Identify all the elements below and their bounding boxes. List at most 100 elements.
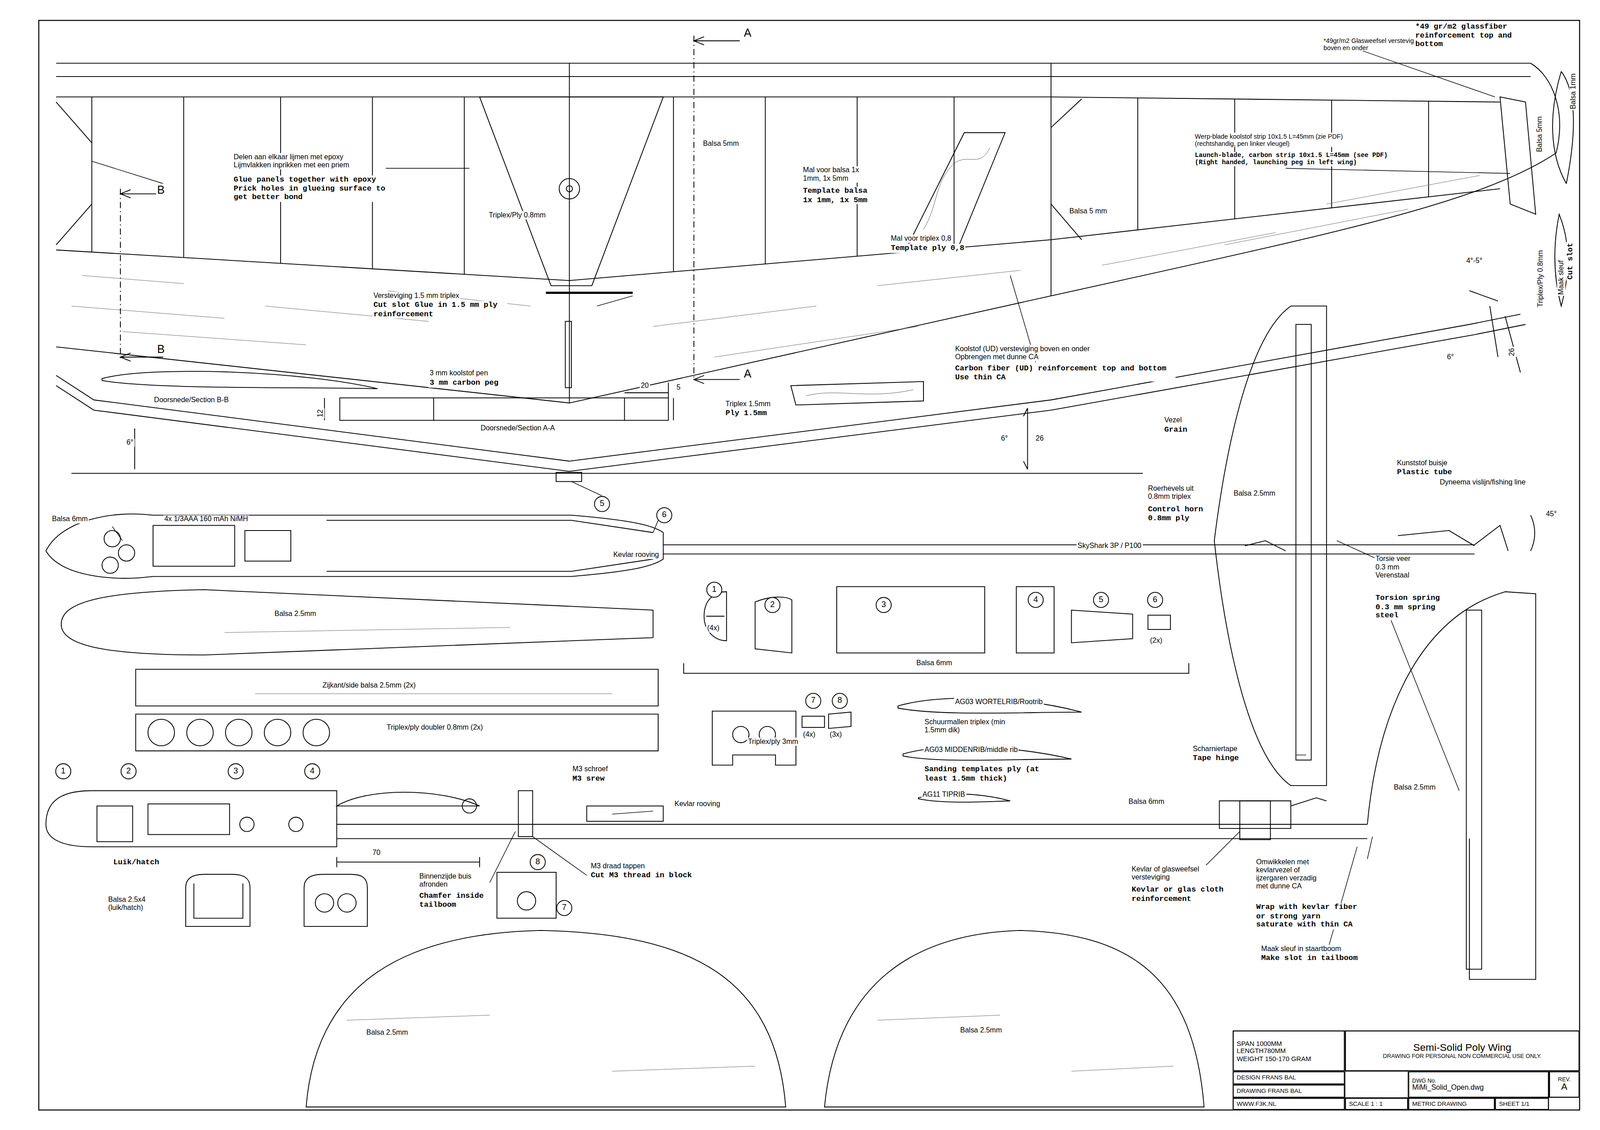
plan-label: Doorsnede/Section A-A	[479, 424, 557, 433]
plan-label: Tape hinge	[1191, 753, 1240, 763]
title-block-text: Semi-Solid Poly Wing	[1412, 1042, 1511, 1054]
title-block-cell: DRAWING FRANS BAL	[1232, 1084, 1345, 1098]
plan-label: Torsie veer 0.3 mm Verenstaal	[1374, 555, 1422, 580]
plan-label: Balsa 5 mm	[1068, 207, 1109, 216]
plan-label: *49gr/m2 Glasweefsel versteviging boven …	[1322, 36, 1427, 52]
plan-label: Balsa 1mm	[1569, 72, 1578, 111]
plan-label: *49 gr/m2 glassfiber reinforcement top a…	[1414, 22, 1514, 49]
plan-label: Balsa 2.5mm	[959, 1026, 1004, 1035]
title-block-text: DRAWING FOR PERSONAL NON COMMERCIAL USE …	[1382, 1053, 1542, 1060]
plan-label: Grain	[1163, 425, 1189, 435]
plan-label: 26	[1034, 434, 1045, 443]
title-block-text: DESIGN FRANS BAL	[1236, 1074, 1296, 1082]
callout-circle: 8	[529, 854, 546, 871]
plan-label: Mal voor balsa 1x 1mm, 1x 5mm	[802, 166, 864, 183]
callout-circle: 6	[655, 506, 673, 524]
title-block-cell: SCALE 1 : 1	[1344, 1097, 1409, 1111]
plan-label: 6°	[1446, 353, 1456, 362]
callout-number: 8	[837, 696, 843, 706]
plan-label: Carbon fiber (UD) reinforcement top and …	[953, 364, 1176, 382]
plan-label: Triplex/Ply 0.8mm	[1536, 249, 1545, 309]
plan-label: A	[742, 26, 753, 40]
title-block-text: SCALE 1 : 1	[1348, 1100, 1383, 1108]
callout-number: 5	[599, 499, 605, 509]
plan-label: AG03 WORTELRIB/Rootrib	[953, 697, 1044, 707]
plan-label: Balsa 5mm	[702, 139, 740, 148]
title-block-text: DRAWING FRANS BAL	[1236, 1088, 1302, 1095]
callout-number: 7	[811, 696, 816, 706]
plan-label: Kevlar rooving	[673, 800, 722, 809]
plan-label: B	[156, 183, 166, 197]
plan-label: Kevlar or glas cloth reinforcement	[1130, 885, 1230, 904]
plan-label: 6°	[125, 438, 135, 447]
plan-label: 4°-5°	[1465, 257, 1484, 266]
plan-label: (2x)	[1148, 636, 1164, 645]
plan-label: AG11 TIPRIB	[921, 790, 966, 799]
title-block-text: REV.	[1557, 1076, 1571, 1083]
plan-label: Werp-blade koolstof strip 10x1.5 L=45mm …	[1193, 132, 1370, 148]
plan-label: Triplex/Ply 0.8mm	[487, 211, 547, 220]
title-block-text: MiMi_Solid_Open.dwg	[1412, 1083, 1484, 1092]
plan-label: Cut slot	[1566, 241, 1576, 281]
plan-label: SkyShark 3P / P100	[1076, 541, 1143, 550]
title-block-text: METRIC DRAWING	[1412, 1100, 1467, 1108]
title-block-text: DWG No.	[1412, 1077, 1437, 1085]
plan-label: Kunststof buisje	[1395, 459, 1449, 468]
plan-label: Roerhevels uit 0.8mm triplex	[1146, 484, 1205, 502]
callout-number: 1	[711, 585, 717, 595]
title-block-text: SHEET 1/1	[1498, 1100, 1530, 1108]
plan-label: Balsa 2.5mm	[365, 1028, 409, 1037]
plan-label: Balsa 2.5mm	[1232, 489, 1277, 498]
title-block-cell: METRIC DRAWING	[1408, 1097, 1495, 1111]
plan-label: Balsa 2.5mm	[1392, 783, 1437, 792]
callout-number: 5	[1098, 595, 1104, 605]
plan-label: Maak sleuf	[1557, 259, 1566, 297]
plan-label: Balsa 5mm	[1535, 115, 1544, 154]
plan-label: 3 mm koolstof pen	[428, 369, 490, 378]
plan-label: A	[742, 367, 753, 381]
plan-label: Triplex/ply 3mm	[746, 737, 800, 746]
plan-label: Triplex/ply doubler 0.8mm (2x)	[385, 723, 485, 732]
plan-label: 26	[1508, 347, 1517, 358]
callout-number: 7	[561, 903, 567, 913]
plan-label: Triplex 1.5mm	[724, 400, 772, 409]
plan-label: Mal voor triplex 0,8	[889, 234, 953, 243]
callout-number: 4	[1033, 595, 1039, 605]
callout-circle: 4	[1027, 591, 1044, 609]
plan-label: Balsa 2.5x4 (luik/hatch)	[106, 895, 158, 913]
title-block-cell: DWG No.MiMi_Solid_Open.dwg	[1408, 1071, 1549, 1098]
callout-circle: 7	[804, 693, 822, 710]
plan-label: Schuurmallen triplex (min 1.5mm dik)	[923, 718, 1018, 736]
plan-label: 12	[316, 408, 325, 419]
callout-circle: 1	[706, 581, 723, 598]
callout-circle: 5	[1093, 591, 1110, 609]
plan-label: 20	[639, 381, 650, 390]
callout-circle: 2	[120, 763, 137, 780]
plan-label: Chamfer inside tailboom	[418, 891, 488, 910]
plan-label: (4x)	[706, 624, 721, 633]
callout-number: 6	[1153, 595, 1158, 605]
title-block-text: SPAN 1000MM LENGTH780MM WEIGHT 150-170 G…	[1236, 1040, 1314, 1063]
plan-label: Plastic tube	[1395, 468, 1454, 478]
callout-number: 8	[535, 857, 541, 867]
title-block-cell: REV.A	[1548, 1071, 1580, 1098]
callout-circle: 4	[304, 763, 321, 780]
title-block-cell: DESIGN FRANS BAL	[1232, 1071, 1345, 1086]
plan-label: Ply 1.5mm	[724, 409, 768, 419]
plan-label: Delen aan elkaar lijmen met epoxy Lijmvl…	[232, 153, 366, 170]
plan-label: M3 draad tappen	[589, 862, 646, 871]
plan-label: Control horn 0.8mm ply	[1146, 505, 1210, 523]
callout-circle: 3	[227, 763, 244, 780]
plan-label: Wrap with kevlar fiber or strong yarn sa…	[1255, 902, 1360, 930]
plan-label: Make slot in tailboom	[1260, 953, 1359, 963]
plan-label: Kevlar of glasweefsel versteviging	[1130, 865, 1215, 882]
plan-label: (4x)	[802, 730, 817, 739]
plan-label: Sanding templates ply (at least 1.5mm th…	[923, 765, 1048, 783]
callout-circle: 1	[55, 763, 72, 780]
plan-label: 45°	[1544, 510, 1558, 519]
plan-label: Balsa 6mm	[1127, 797, 1166, 806]
plan-label: Balsa 6mm	[51, 515, 89, 524]
plan-label: Cut slot Glue in 1.5 mm ply reinforcemen…	[372, 301, 507, 319]
plan-label: Koolstof (UD) versteviging boven en onde…	[953, 344, 1120, 362]
